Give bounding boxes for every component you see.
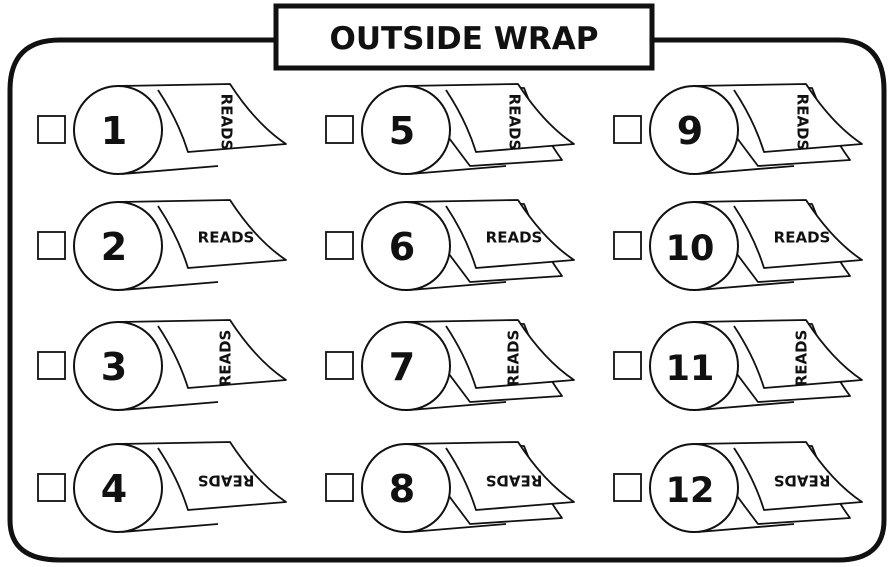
reads-label: READS <box>794 94 812 151</box>
roll-number: 9 <box>677 109 703 153</box>
reads-label: READS <box>218 94 236 151</box>
checkbox[interactable] <box>326 116 353 143</box>
wrap-option-6[interactable]: 6 READS <box>326 200 574 290</box>
reads-label: READS <box>506 94 524 151</box>
checkbox[interactable] <box>38 232 65 259</box>
wrap-option-10[interactable]: 10 READS <box>614 200 862 290</box>
checkbox[interactable] <box>326 352 353 379</box>
checkbox[interactable] <box>326 474 353 501</box>
roll-number: 5 <box>389 109 415 153</box>
roll-number: 11 <box>666 349 715 389</box>
wrap-option-9[interactable]: 9 READS <box>614 84 862 174</box>
checkbox[interactable] <box>38 474 65 501</box>
wrap-option-2[interactable]: 2 READS <box>38 200 286 290</box>
checkbox[interactable] <box>38 116 65 143</box>
reads-label: READS <box>793 330 811 387</box>
reads-label: READS <box>198 229 255 247</box>
wrap-option-8[interactable]: 8 READS <box>326 442 574 532</box>
roll-number: 2 <box>101 225 127 269</box>
checkbox[interactable] <box>38 352 65 379</box>
checkbox[interactable] <box>614 474 641 501</box>
wrap-option-12[interactable]: 12 READS <box>614 442 862 532</box>
checkbox[interactable] <box>326 232 353 259</box>
roll-number: 4 <box>101 467 127 511</box>
reads-label: READS <box>486 229 543 247</box>
checkbox[interactable] <box>614 232 641 259</box>
wrap-option-4[interactable]: 4 READS <box>38 442 286 532</box>
reads-label: READS <box>774 229 831 247</box>
roll-number: 6 <box>389 225 415 269</box>
wrap-option-5[interactable]: 5 READS <box>326 84 574 174</box>
reads-label: READS <box>774 472 831 490</box>
page-title: OUTSIDE WRAP <box>329 21 598 57</box>
wrap-option-1[interactable]: 1 READS <box>38 84 286 174</box>
wrap-option-7[interactable]: 7 READS <box>326 320 574 410</box>
roll-number: 3 <box>101 345 127 389</box>
checkbox[interactable] <box>614 116 641 143</box>
roll-number: 7 <box>389 345 415 389</box>
checkbox[interactable] <box>614 352 641 379</box>
roll-number: 8 <box>389 467 415 511</box>
wrap-option-3[interactable]: 3 READS <box>38 320 286 410</box>
reads-label: READS <box>486 472 543 490</box>
roll-number: 12 <box>666 471 715 511</box>
roll-number: 1 <box>101 109 127 153</box>
wrap-option-11[interactable]: 11 READS <box>614 320 862 410</box>
reads-label: READS <box>198 472 255 490</box>
roll-number: 10 <box>666 229 715 269</box>
reads-label: READS <box>505 330 523 387</box>
title-box: OUTSIDE WRAP <box>276 6 652 68</box>
reads-label: READS <box>217 330 235 387</box>
